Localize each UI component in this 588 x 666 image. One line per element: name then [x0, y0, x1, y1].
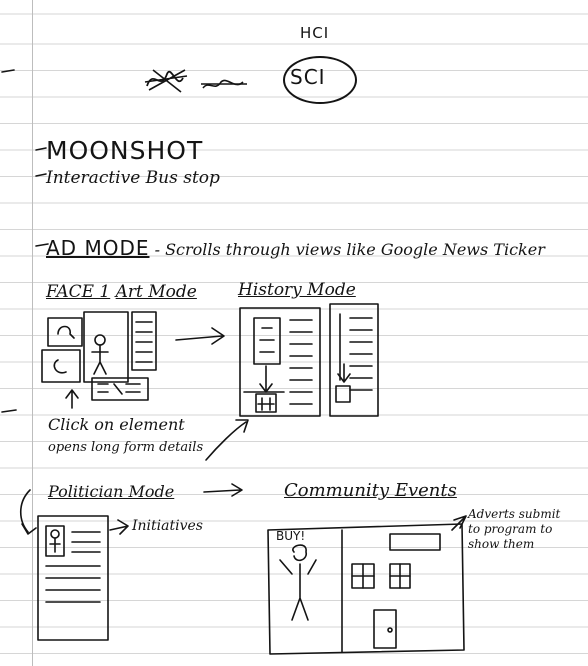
buy-label: BUY! [276, 529, 306, 543]
adverts-line1: Adverts submit [468, 507, 561, 521]
initiatives-label: Initiatives [132, 518, 203, 534]
adverts-line3: show them [468, 537, 535, 551]
art-mode-label: Art Mode [115, 282, 197, 302]
politician-to-community-arrow [203, 483, 243, 497]
politician-mode-sketch [37, 515, 129, 641]
history-mode-sketch [239, 303, 379, 417]
title-text: MOONSHOT [46, 136, 204, 165]
subtitle-text: Interactive Bus stop [46, 168, 220, 188]
art-to-history-arrow [175, 327, 225, 345]
history-mode-label: History Mode [238, 280, 356, 300]
crossed-out-scribble [144, 69, 247, 93]
face-art-heading: FACE 1 Art Mode [46, 282, 197, 302]
face-number: FACE 1 [46, 282, 111, 302]
ad-mode-description: - Scrolls through views like Google News… [154, 240, 545, 259]
politician-curve-arrow [19, 489, 37, 535]
adverts-note: Adverts submit to program to show them [468, 507, 588, 552]
adverts-line2: to program to [468, 522, 553, 536]
sci-circle [283, 56, 357, 104]
sci-label: SCI [290, 65, 326, 89]
ad-mode-line: AD MODE - Scrolls through views like Goo… [46, 236, 545, 260]
margin-line [32, 0, 33, 666]
edge-ticks [1, 69, 17, 413]
click-note-line2: opens long form details [48, 440, 204, 455]
art-mode-sketch [41, 311, 157, 409]
community-events-sketch [267, 515, 467, 655]
community-events-label: Community Events [284, 480, 457, 501]
note-curve-arrow [205, 419, 249, 461]
bullet-dashes [35, 147, 49, 247]
hci-label: HCI [300, 24, 330, 42]
politician-mode-label: Politician Mode [48, 482, 175, 501]
click-note-line1: Click on element [48, 415, 185, 434]
ad-mode-label: AD MODE [46, 236, 150, 260]
